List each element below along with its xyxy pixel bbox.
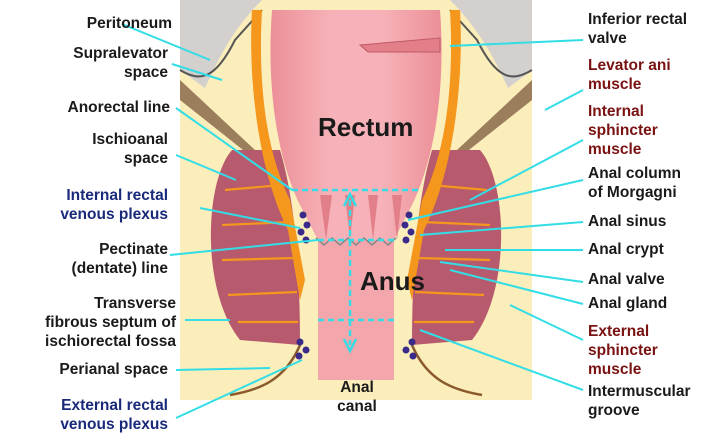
label-anus: Anus xyxy=(360,266,425,296)
label-rectum: Rectum xyxy=(318,112,414,142)
label-pectinate-line: Pectinate (dentate) line xyxy=(71,241,168,277)
levator-right xyxy=(450,80,532,165)
label-levator-ani-muscle: Levator ani muscle xyxy=(588,57,671,93)
label-anal-canal: Anal canal xyxy=(337,379,377,415)
levator-left xyxy=(180,80,262,165)
leader-lines-right xyxy=(407,39,584,391)
internal-plexus-dots xyxy=(297,211,415,244)
label-perianal-space: Perianal space xyxy=(59,361,168,378)
leader-lines-left xyxy=(121,23,319,419)
label-external-sphincter-muscle: External sphincter muscle xyxy=(588,323,658,378)
anal-canal-arrow xyxy=(342,191,358,354)
label-anal-gland: Anal gland xyxy=(588,295,668,312)
rectal-lumen xyxy=(270,10,442,345)
label-anal-sinus: Anal sinus xyxy=(588,213,667,230)
int-sphincter-left xyxy=(251,10,305,300)
label-anal-valve: Anal valve xyxy=(588,271,665,288)
label-anal-column-of-morgagni: Anal column of Morgagni xyxy=(588,165,682,201)
label-ischioanal-space: Ischioanal space xyxy=(92,131,168,167)
reference-lines xyxy=(292,188,420,322)
label-anorectal-line: Anorectal line xyxy=(67,99,171,116)
label-internal-rectal-venous-plexus: Internal rectal venous plexus xyxy=(60,187,168,223)
label-supralevator-space: Supralevator space xyxy=(73,45,168,81)
label-peritoneum: Peritoneum xyxy=(86,15,172,32)
int-sphincter-right xyxy=(407,10,461,300)
anal-columns xyxy=(320,195,402,240)
anal-canal-lumen xyxy=(318,240,394,380)
label-inferior-rectal-valve: Inferior rectal valve xyxy=(588,11,688,47)
label-external-rectal-venous-plexus: External rectal venous plexus xyxy=(60,397,168,433)
inferior-rectal-valve xyxy=(358,37,441,53)
label-intermuscular-groove: Intermuscular groove xyxy=(588,383,691,419)
label-transverse-fibrous-septum: Transverse fibrous septum of ischiorecta… xyxy=(45,295,176,350)
external-plexus-dots xyxy=(295,338,417,360)
label-anal-crypt: Anal crypt xyxy=(588,241,664,258)
label-internal-sphincter-muscle: Internal sphincter muscle xyxy=(588,103,658,158)
peritoneum-left xyxy=(180,0,262,88)
